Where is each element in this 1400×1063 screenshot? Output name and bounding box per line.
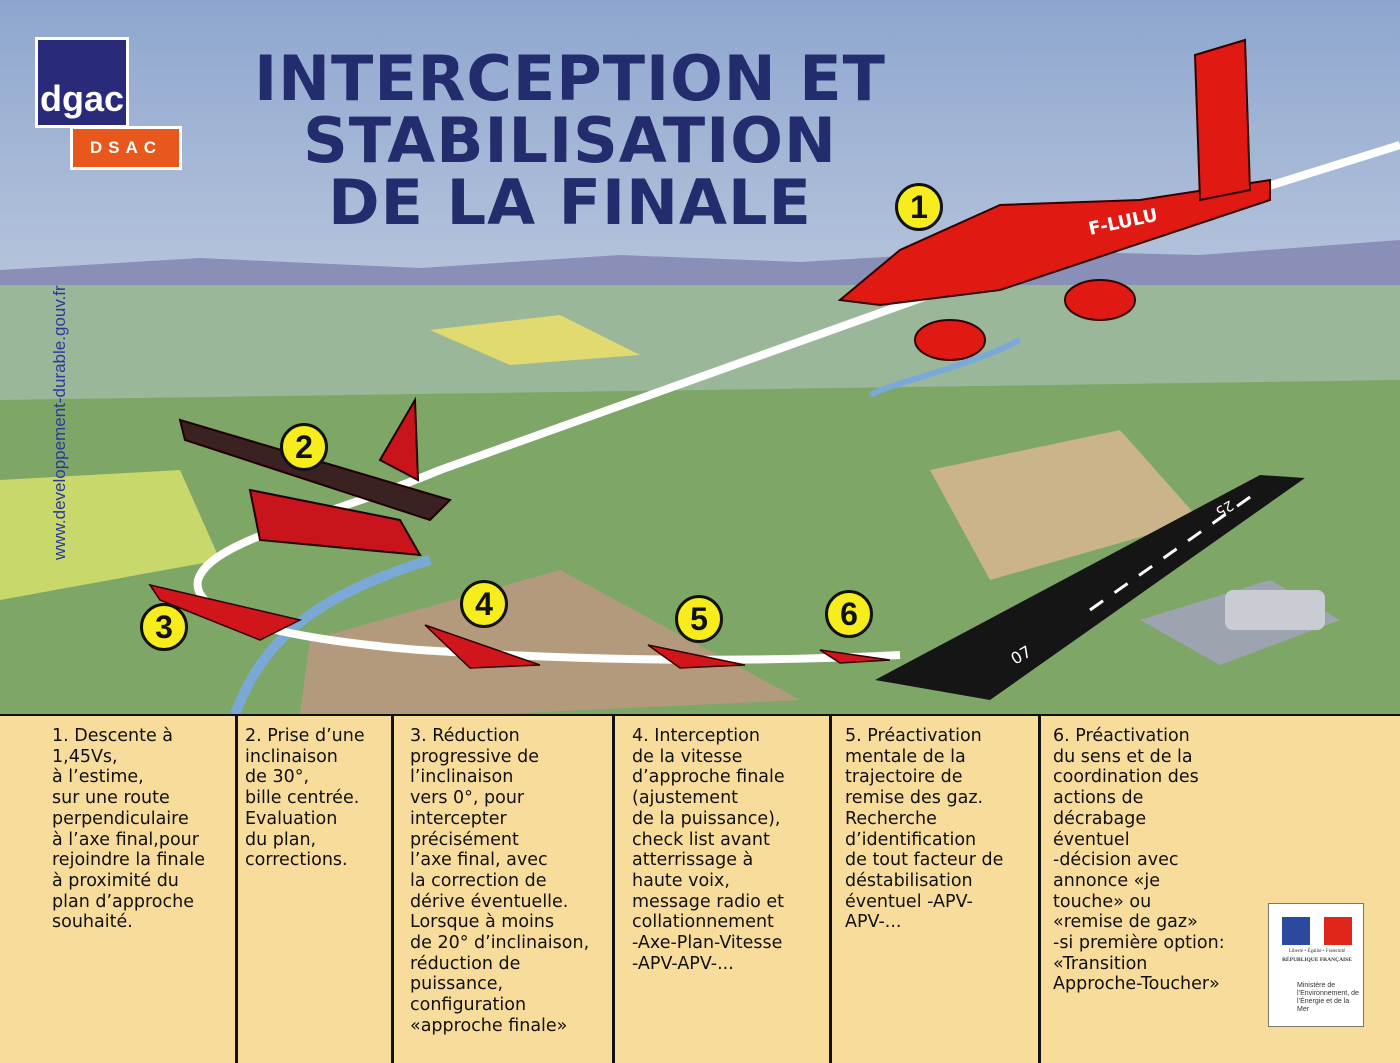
step-1: 1. Descente à 1,45Vs, à l’estime, sur un… — [52, 726, 205, 933]
dsac-label: DSAC — [70, 126, 182, 170]
marker-4: 4 — [460, 580, 508, 628]
step-4: 4. Interception de la vitesse d’approche… — [632, 726, 785, 974]
runway-number: 25 — [1213, 497, 1236, 520]
title-line: STABILISATION — [303, 104, 837, 177]
republic-name: RÉPUBLIQUE FRANÇAISE — [1282, 957, 1352, 963]
aircraft-5 — [647, 644, 746, 669]
aircraft-2 — [178, 396, 452, 557]
poster-title: INTERCEPTION ET STABILISATION DE LA FINA… — [250, 48, 890, 234]
step-3: 3. Réduction progressive de l’inclinaiso… — [410, 726, 590, 1036]
aircraft-1: F-LULU — [837, 38, 1271, 361]
republique-francaise-logo: Liberté • Égalité • Fraternité RÉPUBLIQU… — [1268, 903, 1364, 1027]
dgac-logo: dgac — [35, 37, 129, 128]
divider — [391, 716, 394, 1063]
steps-panel: 1. Descente à 1,45Vs, à l’estime, sur un… — [0, 714, 1400, 1063]
ministry-name: Ministère de l’Environnement, de l’Énerg… — [1297, 982, 1359, 1013]
step-2: 2. Prise d’une inclinaison de 30°, bille… — [245, 726, 365, 871]
divider — [829, 716, 832, 1063]
aircraft-4 — [424, 624, 541, 669]
marker-3: 3 — [140, 603, 188, 651]
marker-5: 5 — [675, 595, 723, 643]
step-6: 6. Préactivation du sens et de la coordi… — [1053, 726, 1225, 995]
marker-2: 2 — [280, 423, 328, 471]
divider — [1038, 716, 1041, 1063]
marker-6: 6 — [825, 590, 873, 638]
logo-text: dgac — [39, 78, 125, 119]
divider — [612, 716, 615, 1063]
step-5: 5. Préactivation mentale de la trajectoi… — [845, 726, 1004, 933]
marianne-flag-icon — [1282, 917, 1352, 945]
website-url: www.developpement-durable.gouv.fr — [50, 285, 69, 560]
aircraft-6 — [819, 649, 891, 664]
title-line: INTERCEPTION ET — [254, 42, 886, 115]
motto: Liberté • Égalité • Fraternité — [1288, 949, 1346, 954]
divider — [235, 716, 238, 1063]
title-line: DE LA FINALE — [328, 166, 812, 239]
runway: 07 25 — [875, 475, 1305, 700]
marker-1: 1 — [895, 183, 943, 231]
aircraft-3 — [148, 583, 303, 641]
